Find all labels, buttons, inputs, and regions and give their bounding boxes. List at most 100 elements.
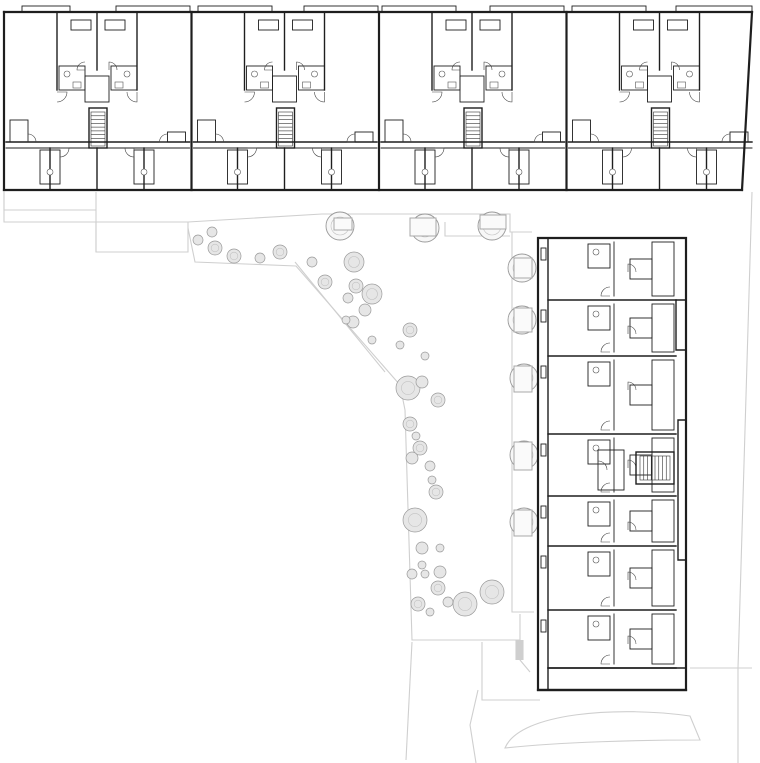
bathroom (39, 149, 61, 185)
toilet (234, 168, 241, 176)
sink (302, 81, 311, 89)
kitchen (651, 549, 675, 607)
door-swing (451, 61, 461, 71)
east-unit (537, 359, 677, 435)
east-exterior-wall (536, 236, 688, 692)
north-bay (377, 10, 566, 192)
window-frame (540, 505, 547, 519)
planter (513, 365, 533, 393)
window-frame (540, 619, 547, 633)
north-building (2, 5, 754, 192)
closet (292, 19, 313, 31)
street-edge-west (405, 641, 413, 761)
door-swing (483, 61, 493, 71)
bathroom (414, 149, 436, 185)
door-swing (639, 61, 648, 71)
courtyard (192, 211, 539, 617)
toilet (63, 70, 71, 78)
closet (384, 119, 404, 143)
elevator-lobby (647, 75, 672, 103)
shrub (272, 244, 288, 260)
closet (258, 19, 279, 31)
kitchen (651, 359, 675, 431)
shrub (192, 234, 204, 246)
door-swing (600, 420, 611, 431)
stair (278, 111, 293, 147)
east-unit (537, 499, 677, 547)
stair (639, 455, 671, 481)
toilet (123, 70, 131, 78)
door-swing (721, 133, 731, 143)
shrub (415, 375, 429, 389)
stair (90, 111, 106, 147)
shrub (442, 596, 454, 608)
shrub (479, 579, 505, 605)
closet (633, 19, 654, 31)
bathroom (485, 65, 513, 91)
east-unit (537, 437, 677, 497)
north-bay (190, 10, 378, 192)
toilet (328, 168, 335, 176)
closet (629, 567, 653, 589)
door-swing (108, 61, 118, 71)
door-swing (627, 521, 637, 531)
shrub (412, 440, 428, 456)
toilet (686, 70, 693, 78)
east-unit (537, 241, 677, 301)
shrub (405, 451, 419, 465)
closet (629, 510, 653, 532)
toilet (592, 366, 600, 374)
closet (542, 131, 561, 143)
shrub (411, 431, 421, 441)
kitchen (651, 499, 675, 543)
door-swing (501, 91, 513, 103)
door-swing (499, 147, 510, 158)
toilet (498, 70, 506, 78)
shrub (206, 226, 218, 238)
stair-core (635, 451, 675, 485)
door-swing (627, 635, 637, 645)
window-frame (540, 247, 547, 261)
toilet (438, 70, 446, 78)
shrub (317, 274, 333, 290)
curb (469, 689, 479, 763)
shrub (435, 543, 445, 553)
shrub (361, 283, 383, 305)
bathroom (587, 361, 611, 387)
toilet (515, 168, 523, 176)
site-edge (3, 192, 96, 211)
bathroom (587, 551, 611, 577)
bathroom (587, 501, 611, 527)
elevator-lobby (597, 449, 625, 491)
kitchen (651, 303, 675, 353)
closet (729, 131, 749, 143)
window-frame (540, 555, 547, 569)
east-unit (537, 549, 677, 611)
window-frame (540, 309, 547, 323)
shrub (367, 335, 377, 345)
planter (513, 441, 533, 471)
closet (445, 19, 467, 31)
shrub (395, 340, 405, 350)
shrub (306, 256, 318, 268)
sink (489, 81, 499, 89)
door-swing (627, 571, 637, 581)
door-swing (600, 482, 611, 493)
closet (197, 119, 216, 143)
stair (465, 111, 481, 147)
closet (629, 384, 653, 406)
toilet (592, 444, 600, 452)
door-swing (534, 133, 543, 143)
toilet (703, 168, 710, 176)
sink (677, 81, 686, 89)
bathroom (673, 65, 700, 91)
closet (572, 119, 591, 143)
sink (635, 81, 644, 89)
sink (72, 81, 82, 89)
door-swing (27, 133, 37, 143)
shrub (348, 278, 364, 294)
toilet (592, 620, 600, 628)
shrub (343, 251, 365, 273)
door-swing (59, 147, 70, 158)
toilet (592, 506, 600, 514)
